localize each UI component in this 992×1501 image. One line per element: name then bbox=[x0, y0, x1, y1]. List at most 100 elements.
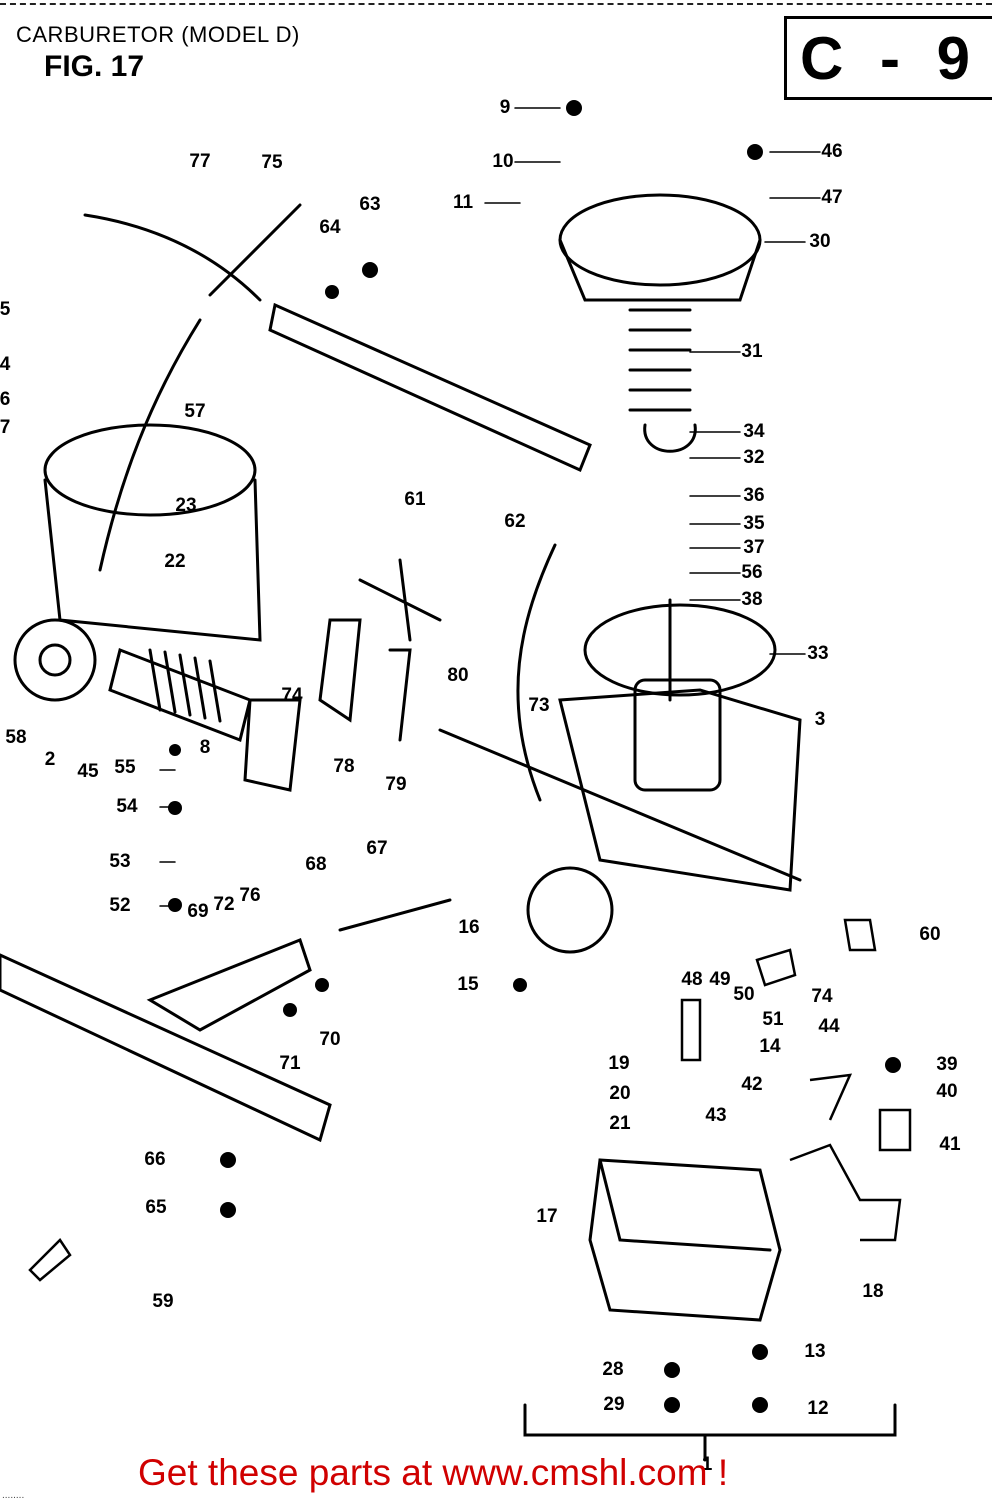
bracket-59 bbox=[0, 953, 332, 1143]
callout-label-15: 15 bbox=[457, 974, 479, 995]
fastener-70 bbox=[315, 978, 329, 992]
callout-label-74: 74 bbox=[811, 986, 833, 1007]
cta-text[interactable]: Get these parts at www.cmshl.com ! bbox=[138, 1452, 729, 1493]
callout-label-77: 77 bbox=[189, 151, 211, 172]
callout-label-72: 72 bbox=[213, 894, 235, 915]
lever-44 bbox=[809, 1073, 853, 1121]
fastener-66 bbox=[220, 1152, 236, 1168]
callout-label-53: 53 bbox=[109, 851, 131, 872]
fastener-71 bbox=[283, 1003, 297, 1017]
callout-label-34: 34 bbox=[743, 421, 765, 442]
section-code: C - 9 bbox=[800, 25, 981, 92]
hose-62 bbox=[516, 543, 557, 802]
callout-label-20: 20 bbox=[609, 1083, 631, 1104]
callout-label-7: 7 bbox=[0, 417, 11, 438]
callout-label-40: 40 bbox=[936, 1081, 958, 1102]
hose-57 bbox=[98, 318, 202, 572]
callout-label-55: 55 bbox=[114, 757, 136, 778]
callout-label-61: 61 bbox=[404, 489, 426, 510]
callout-label-65: 65 bbox=[145, 1197, 167, 1218]
valve-41 bbox=[878, 1108, 912, 1152]
callout-label-51: 51 bbox=[762, 1009, 784, 1030]
inlet-16 bbox=[526, 866, 614, 954]
callout-label-13: 13 bbox=[804, 1341, 826, 1362]
top-dashed-border bbox=[0, 3, 992, 5]
fastener-39 bbox=[885, 1057, 901, 1073]
callout-label-21: 21 bbox=[609, 1113, 631, 1134]
callout-label-31: 31 bbox=[741, 341, 763, 362]
shaft-80 bbox=[438, 728, 802, 882]
callout-label-56: 56 bbox=[741, 562, 763, 583]
lever-69 bbox=[146, 938, 312, 1032]
callout-label-17: 17 bbox=[536, 1206, 558, 1227]
bracket-bar bbox=[268, 302, 592, 473]
callout-label-62: 62 bbox=[504, 511, 526, 532]
callout-label-46: 46 bbox=[821, 141, 843, 162]
callout-label-47: 47 bbox=[821, 187, 843, 208]
callout-label-32: 32 bbox=[743, 447, 765, 468]
bracket-7 bbox=[243, 698, 302, 792]
lever-79 bbox=[388, 648, 412, 742]
fastener-13 bbox=[752, 1344, 768, 1360]
callout-label-44: 44 bbox=[818, 1016, 840, 1037]
drawing-stamp: ........ bbox=[2, 1490, 25, 1501]
cable-67 bbox=[338, 898, 452, 932]
callout-label-8: 8 bbox=[199, 737, 211, 758]
callout-label-16: 16 bbox=[458, 917, 480, 938]
callout-label-9: 9 bbox=[499, 97, 511, 118]
callout-label-70: 70 bbox=[319, 1029, 341, 1050]
fitting-18 bbox=[789, 1143, 902, 1242]
callout-label-80: 80 bbox=[447, 665, 469, 686]
spring-8 bbox=[148, 648, 222, 723]
left-chamber-top bbox=[43, 423, 257, 517]
fastener-52 bbox=[168, 898, 182, 912]
callout-label-4: 4 bbox=[0, 354, 11, 375]
fastener-29 bbox=[664, 1397, 680, 1413]
callout-label-1: 1 bbox=[701, 1454, 713, 1475]
callout-label-10: 10 bbox=[492, 151, 514, 172]
callout-label-29: 29 bbox=[603, 1394, 625, 1415]
callout-label-42: 42 bbox=[741, 1074, 763, 1095]
callout-label-58: 58 bbox=[5, 727, 27, 748]
callout-label-35: 35 bbox=[743, 513, 765, 534]
fastener-65 bbox=[220, 1202, 236, 1218]
callout-label-39: 39 bbox=[936, 1054, 958, 1075]
section-code-box bbox=[784, 16, 992, 100]
left-chamber-body bbox=[43, 478, 262, 642]
spring-31 bbox=[628, 308, 692, 412]
callout-label-45: 45 bbox=[77, 761, 99, 782]
callout-label-28: 28 bbox=[602, 1359, 624, 1380]
callout-label-6: 6 bbox=[0, 389, 11, 410]
callout-label-76: 76 bbox=[239, 885, 261, 906]
callout-label-48: 48 bbox=[681, 969, 703, 990]
fastener-64 bbox=[325, 285, 339, 299]
left-inlet bbox=[13, 618, 97, 702]
callout-label-50: 50 bbox=[733, 984, 755, 1005]
fastener-9 bbox=[566, 100, 582, 116]
callout-label-2: 2 bbox=[44, 749, 56, 770]
callout-label-71: 71 bbox=[279, 1053, 301, 1074]
fitting-61 bbox=[358, 558, 442, 642]
callout-label-5: 5 bbox=[0, 299, 11, 320]
hose-77 bbox=[83, 213, 262, 302]
fastener-28 bbox=[664, 1362, 680, 1378]
callout-label-37: 37 bbox=[743, 537, 765, 558]
callout-label-67: 67 bbox=[366, 838, 388, 859]
callout-label-68: 68 bbox=[305, 854, 327, 875]
figure-number: FIG. 17 bbox=[44, 50, 145, 83]
cap-51 bbox=[755, 948, 797, 987]
callout-label-22: 22 bbox=[164, 551, 186, 572]
callout-label-78: 78 bbox=[333, 756, 355, 777]
callout-label-54: 54 bbox=[116, 796, 138, 817]
diaphragm-33 bbox=[583, 603, 777, 697]
callout-label-75: 75 bbox=[261, 152, 283, 173]
callout-label-38: 38 bbox=[741, 589, 763, 610]
screw-19 bbox=[680, 998, 702, 1062]
callout-label-60: 60 bbox=[919, 924, 941, 945]
callout-label-57: 57 bbox=[184, 401, 206, 422]
callout-label-49: 49 bbox=[709, 969, 731, 990]
fastener-55 bbox=[169, 744, 181, 756]
callout-label-79: 79 bbox=[385, 774, 407, 795]
callout-label-43: 43 bbox=[705, 1105, 727, 1126]
callout-label-41: 41 bbox=[939, 1134, 961, 1155]
